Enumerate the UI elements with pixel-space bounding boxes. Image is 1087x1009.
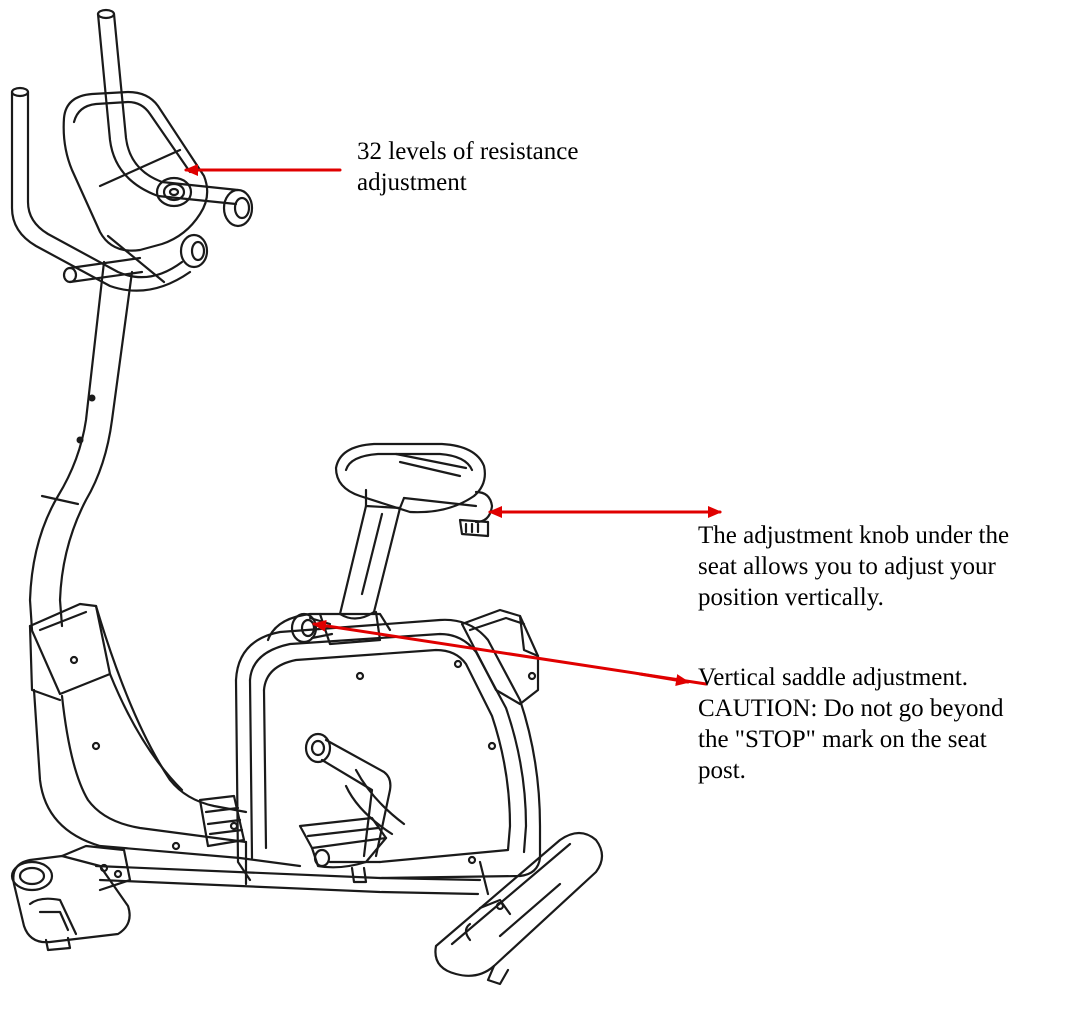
seat-knob-callout-line-1: The adjustment knob under the — [698, 522, 1010, 549]
resistance-callout-line-1: 32 levels of resistance — [357, 138, 579, 165]
seat-post — [338, 504, 402, 620]
saddle-arrow-right-head — [638, 672, 690, 686]
saddle-callout: Vertical saddle adjustment. CAUTION: Do … — [698, 662, 1004, 786]
seat-knob-callout-line-2: seat allows you to adjust your — [698, 553, 996, 580]
resistance-callout: 32 levels of resistance adjustment — [357, 136, 578, 198]
rear-body — [234, 608, 542, 882]
main-frame — [32, 604, 302, 868]
crank-pedal — [298, 732, 406, 884]
front-stabilizer — [10, 844, 132, 952]
handlebar — [10, 8, 254, 292]
rear-stabilizer — [434, 831, 604, 986]
column-shroud — [28, 602, 112, 702]
saddle-callout-line-3: the "STOP" mark on the seat — [698, 726, 987, 753]
seat-knob-callout: The adjustment knob under the seat allow… — [698, 520, 1009, 613]
callout-arrows — [184, 164, 722, 686]
saddle-callout-line-1: Vertical saddle adjustment. — [698, 664, 969, 691]
seat-knob-callout-line-3: position vertically. — [698, 584, 884, 611]
saddle-callout-line-2: CAUTION: Do not go beyond — [698, 695, 1004, 722]
bike-line-art — [10, 8, 604, 986]
front-column — [28, 260, 134, 632]
console — [62, 90, 209, 284]
seat — [334, 442, 494, 538]
saddle-callout-line-4: post. — [698, 757, 746, 784]
resistance-callout-line-2: adjustment — [357, 169, 467, 196]
